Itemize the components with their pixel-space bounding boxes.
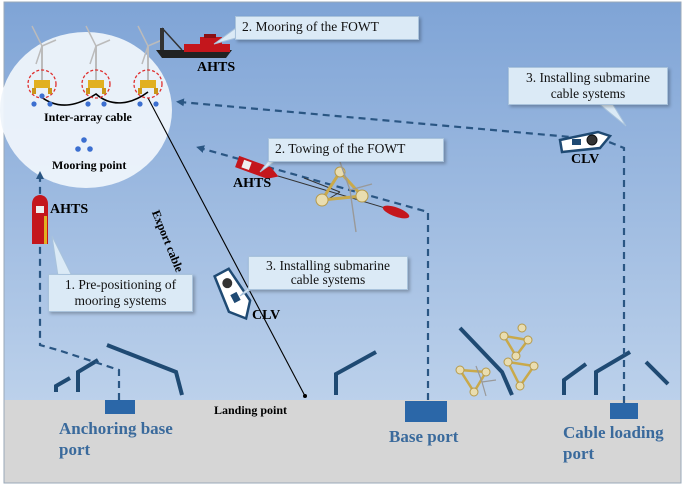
tug-vessel	[382, 205, 410, 219]
inter-array-cable-label: Inter-array cable	[44, 110, 132, 124]
ahts-mooring-vessel	[156, 27, 232, 58]
base-port-label: Base port	[389, 427, 459, 446]
callout-cable-mid-line2: cable systems	[290, 272, 366, 287]
route-cable-installation	[176, 98, 626, 403]
vessel-label-ahts-top: AHTS	[197, 60, 236, 75]
base-port-dock	[405, 401, 447, 422]
mooring-point-label: Mooring point	[52, 158, 127, 172]
breakwaters	[54, 326, 670, 396]
tow-line	[277, 175, 393, 211]
cable-port-dock	[610, 403, 638, 419]
mooring-point-dots	[75, 137, 93, 152]
cable-loading-port-label: Cable loading port	[563, 422, 664, 464]
callout-prepositioning: 1. Pre-positioning of mooring systems	[48, 274, 193, 312]
landing-point-label: Landing point	[214, 403, 288, 417]
callout-towing: 2. Towing of the FOWT	[268, 138, 444, 162]
callout-mooring-text: 2. Mooring of the FOWT	[242, 19, 379, 34]
ahts-prepositioning-vessel	[32, 195, 48, 244]
vessel-label-clv-top: CLV	[571, 152, 600, 167]
vessel-label-ahts-left: AHTS	[50, 202, 89, 217]
callout-cable-top: 3. Installing submarine cable systems	[508, 67, 668, 105]
anchoring-port-dock	[105, 400, 135, 414]
ahts-towing-vessel	[235, 155, 279, 179]
callout-towing-text: 2. Towing of the FOWT	[275, 141, 406, 156]
route-prepositioning	[36, 171, 121, 400]
clv-top-vessel	[558, 130, 613, 154]
wind-farm-turbines	[27, 25, 163, 107]
vessel-label-ahts-mid: AHTS	[233, 176, 272, 191]
callout-cable-mid-line1: 3. Installing submarine	[265, 258, 391, 273]
anchoring-port-line2: port	[59, 440, 91, 459]
base-port-platforms	[455, 323, 539, 397]
route-towing	[196, 145, 430, 400]
callout-cable-mid: 3. Installing submarine cable systems	[248, 256, 408, 290]
callout-prepos-line1: 1. Pre-positioning of	[64, 277, 177, 292]
inter-array-cable-line	[39, 91, 149, 106]
anchoring-base-port-label: Anchoring base port	[59, 418, 173, 460]
callout-mooring: 2. Mooring of the FOWT	[235, 16, 419, 40]
callout-prepos-line2: mooring systems	[74, 293, 167, 308]
cable-port-line1: Cable loading	[563, 423, 664, 442]
callout-cable-top-line2: cable systems	[550, 86, 626, 101]
towed-fowt	[315, 161, 373, 233]
export-cable-line	[147, 97, 306, 397]
callout-cable-top-line1: 3. Installing submarine	[525, 70, 651, 85]
vessel-label-clv-mid: CLV	[252, 308, 281, 323]
cable-port-line2: port	[563, 444, 595, 463]
anchoring-port-line1: Anchoring base	[59, 419, 173, 438]
clv-middle-vessel	[213, 267, 252, 321]
vessel-routes	[36, 98, 626, 403]
